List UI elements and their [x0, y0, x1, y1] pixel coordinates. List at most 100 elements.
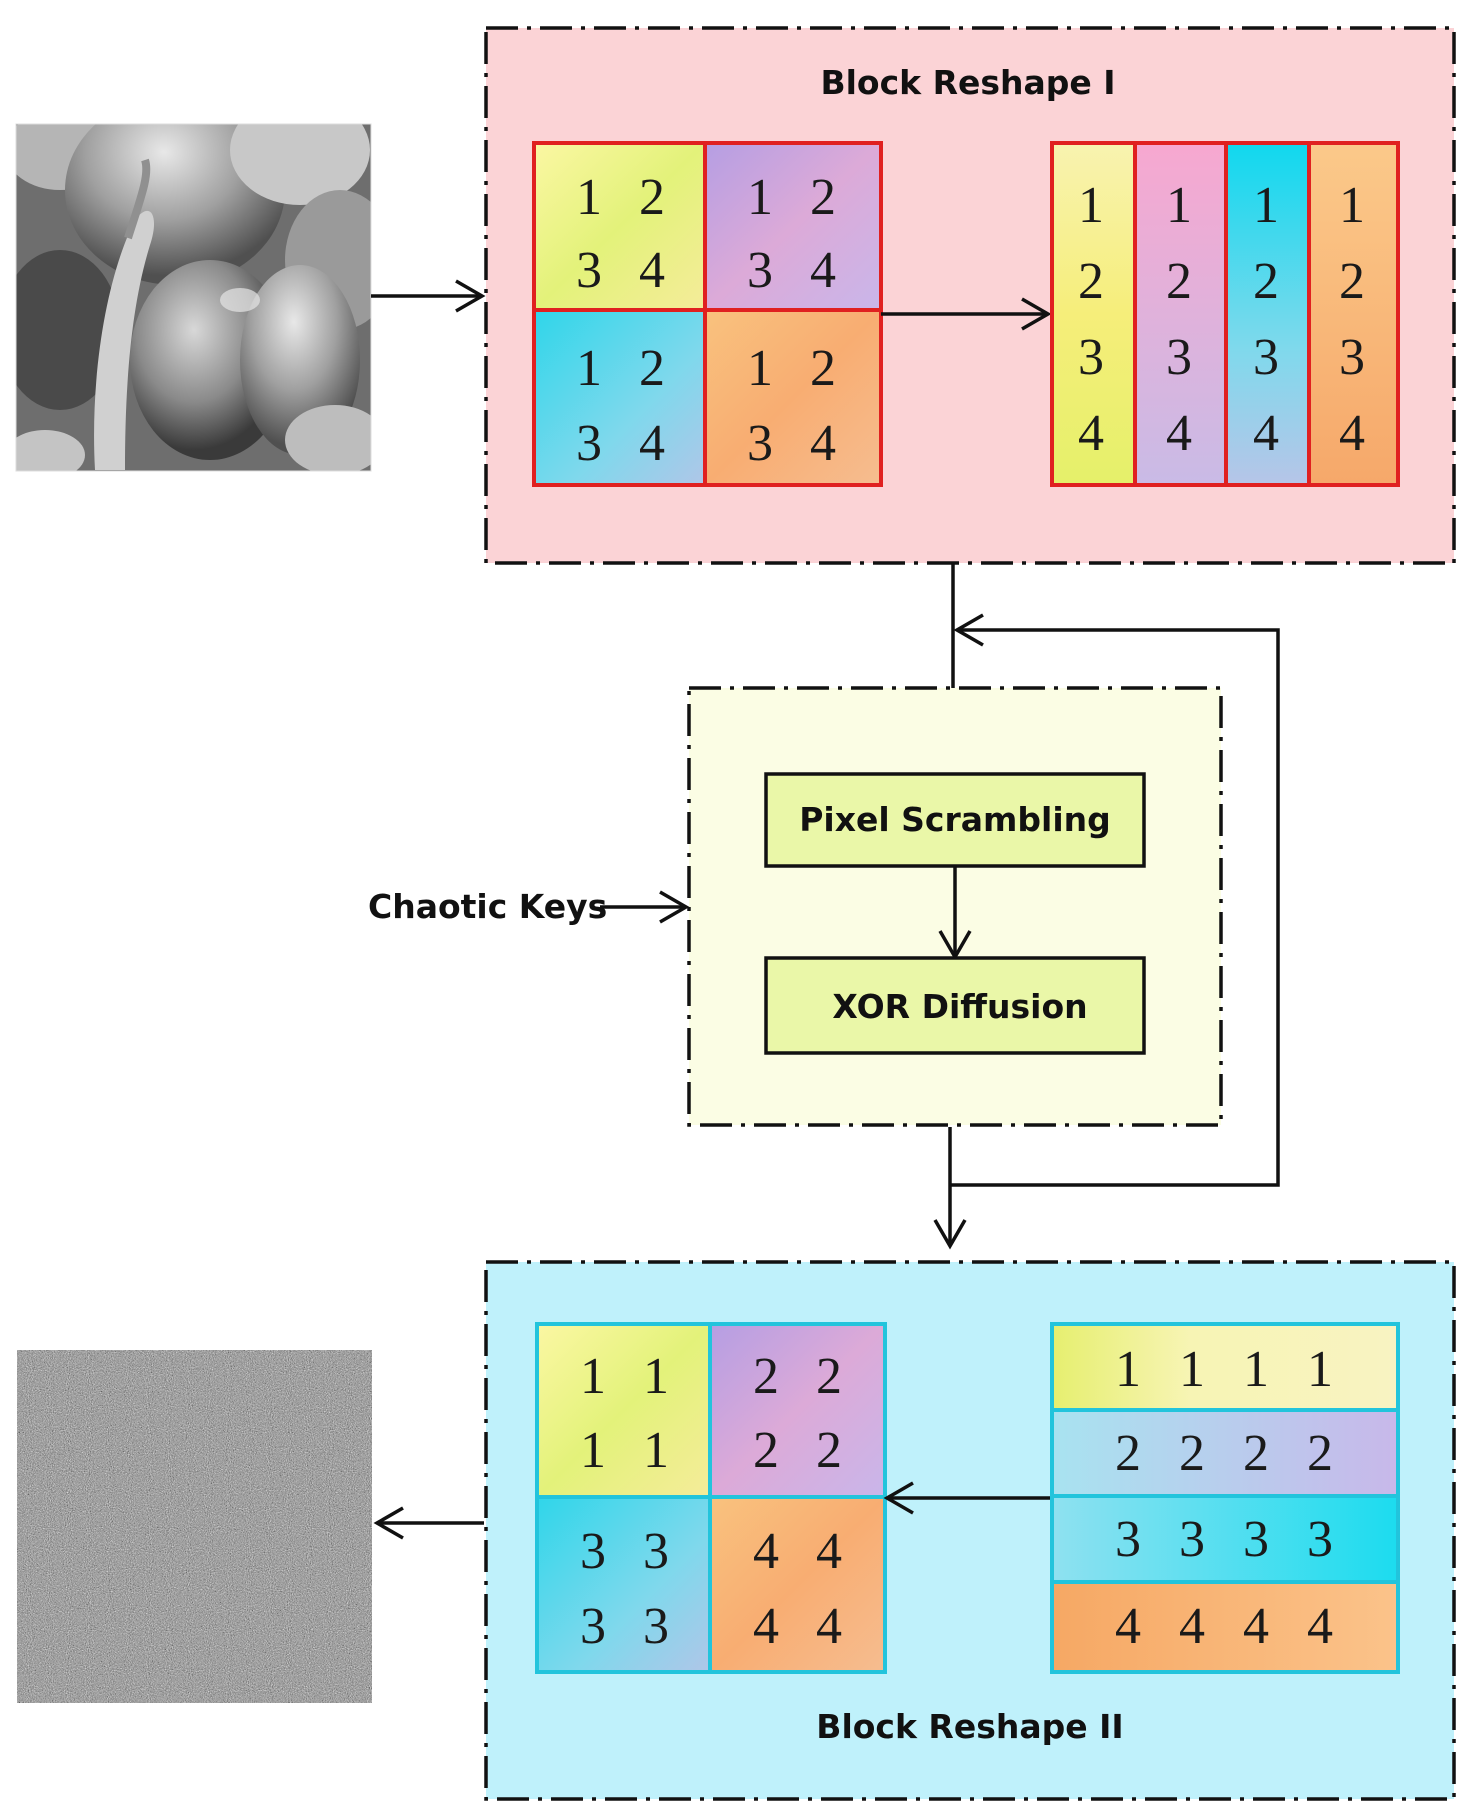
grid-block-yellow: [534, 143, 705, 310]
block-reshape-2-title: Block Reshape II: [816, 1707, 1123, 1746]
arrowhead: [659, 890, 690, 924]
row-digit: 3: [1243, 1511, 1269, 1568]
feedback-loop-arrowhead: [953, 613, 984, 647]
grid-digit: 4: [753, 1598, 779, 1655]
reshape2-rows: 1 1 1 1 2 2 2 2 3 3 3 3 4 4 4 4: [1050, 1322, 1400, 1674]
grid-digit: 4: [816, 1523, 842, 1580]
column-digit: 3: [1078, 329, 1104, 386]
grid-block-orange: [710, 1497, 885, 1672]
row-cyan: [1052, 1496, 1398, 1582]
chaotic-keys-label: Chaotic Keys: [368, 887, 607, 926]
grid-digit: 1: [576, 340, 602, 397]
grid-digit: 2: [639, 169, 665, 226]
column-digit: 3: [1339, 329, 1365, 386]
column-digit: 3: [1166, 329, 1192, 386]
grid-digit: 4: [639, 415, 665, 472]
column-yellow: [1052, 143, 1135, 485]
grid-digit: 4: [639, 242, 665, 299]
column-digit: 4: [1078, 405, 1104, 462]
column-digit: 3: [1253, 329, 1279, 386]
column-digit: 1: [1339, 177, 1365, 234]
grid-block-cyan: [534, 310, 705, 485]
column-pink: [1135, 143, 1226, 485]
column-digit: 2: [1253, 253, 1279, 310]
xor-diffusion-box: [764, 956, 1146, 1055]
grid-digit: 1: [643, 1422, 669, 1479]
grid-block-yellow: [537, 1324, 710, 1497]
grid-digit: 2: [816, 1348, 842, 1405]
grid-digit: 1: [643, 1348, 669, 1405]
grid-digit: 3: [576, 415, 602, 472]
row-digit: 4: [1179, 1598, 1205, 1655]
column-digit: 2: [1078, 253, 1104, 310]
grid-digit: 3: [643, 1598, 669, 1655]
grid-digit: 2: [639, 340, 665, 397]
grid-digit: 3: [580, 1598, 606, 1655]
row-digit: 2: [1115, 1425, 1141, 1482]
grid-digit: 1: [580, 1348, 606, 1405]
row-digit: 2: [1179, 1425, 1205, 1482]
reshape1-columns: 1 2 3 4 1 2 3 4 1 2 3 4 1 2 3 4: [1050, 141, 1400, 487]
grid-digit: 1: [747, 340, 773, 397]
block-reshape-2: Block Reshape II 1 1 1 1 2 2 2 2 3 3 3 3…: [484, 1260, 1456, 1801]
row-digit: 3: [1115, 1511, 1141, 1568]
input-image: [15, 123, 372, 472]
grid-digit: 4: [816, 1598, 842, 1655]
pixel-scrambling-label: Pixel Scrambling: [799, 800, 1111, 839]
row-digit: 4: [1307, 1598, 1333, 1655]
grid-digit: 3: [576, 242, 602, 299]
grid-digit: 2: [753, 1348, 779, 1405]
block-reshape-1: Block Reshape I 1 2 3 4 1 2 3 4 1 2 3 4 …: [484, 26, 1456, 565]
column-cyan: [1226, 143, 1309, 485]
column-digit: 1: [1078, 177, 1104, 234]
reshape2-grid: 1 1 1 1 2 2 2 2 3 3 3 3 4 4 4 4: [535, 1322, 887, 1674]
block-reshape-1-title: Block Reshape I: [820, 63, 1115, 102]
grid-digit: 3: [747, 415, 773, 472]
column-digit: 1: [1166, 177, 1192, 234]
arrowhead: [455, 279, 486, 313]
grid-digit: 4: [810, 242, 836, 299]
column-digit: 2: [1166, 253, 1192, 310]
arrowhead: [933, 1219, 967, 1250]
column-digit: 4: [1339, 405, 1365, 462]
column-orange: [1309, 143, 1398, 485]
xor-diffusion-label: XOR Diffusion: [832, 987, 1087, 1026]
grid-digit: 3: [747, 242, 773, 299]
row-digit: 2: [1307, 1425, 1333, 1482]
grid-digit: 1: [747, 169, 773, 226]
grid-digit: 2: [810, 340, 836, 397]
row-digit: 3: [1307, 1511, 1333, 1568]
row-digit: 1: [1243, 1341, 1269, 1398]
encryption-process-block: Pixel Scrambling XOR Diffusion: [687, 686, 1223, 1127]
arrowhead: [1021, 297, 1052, 331]
grid-digit: 2: [816, 1422, 842, 1479]
column-digit: 4: [1166, 405, 1192, 462]
grid-block-purple: [710, 1324, 885, 1497]
arrowhead: [883, 1481, 914, 1515]
feedback-loop-line: [950, 628, 1280, 1187]
grid-digit: 1: [576, 169, 602, 226]
grid-digit: 4: [810, 415, 836, 472]
row-digit: 2: [1243, 1425, 1269, 1482]
row-yellow: [1052, 1324, 1398, 1410]
grid-digit: 2: [810, 169, 836, 226]
grid-digit: 4: [753, 1523, 779, 1580]
pixel-scrambling-box: [764, 772, 1146, 868]
output-image: [17, 1350, 372, 1703]
grid-digit: 3: [580, 1523, 606, 1580]
row-digit: 1: [1115, 1341, 1141, 1398]
grid-digit: 2: [753, 1422, 779, 1479]
row-purple: [1052, 1410, 1398, 1496]
row-digit: 3: [1179, 1511, 1205, 1568]
row-digit: 4: [1243, 1598, 1269, 1655]
column-digit: 2: [1339, 253, 1365, 310]
grid-block-cyan: [537, 1497, 710, 1672]
grid-block-purple: [705, 143, 881, 310]
grid-block-orange: [705, 310, 881, 485]
reshape1-grid: 1 2 3 4 1 2 3 4 1 2 3 4 1 2 3 4: [532, 141, 883, 487]
grid-digit: 3: [643, 1523, 669, 1580]
row-digit: 1: [1179, 1341, 1205, 1398]
row-digit: 1: [1307, 1341, 1333, 1398]
grid-digit: 1: [580, 1422, 606, 1479]
arrowhead: [373, 1506, 404, 1540]
